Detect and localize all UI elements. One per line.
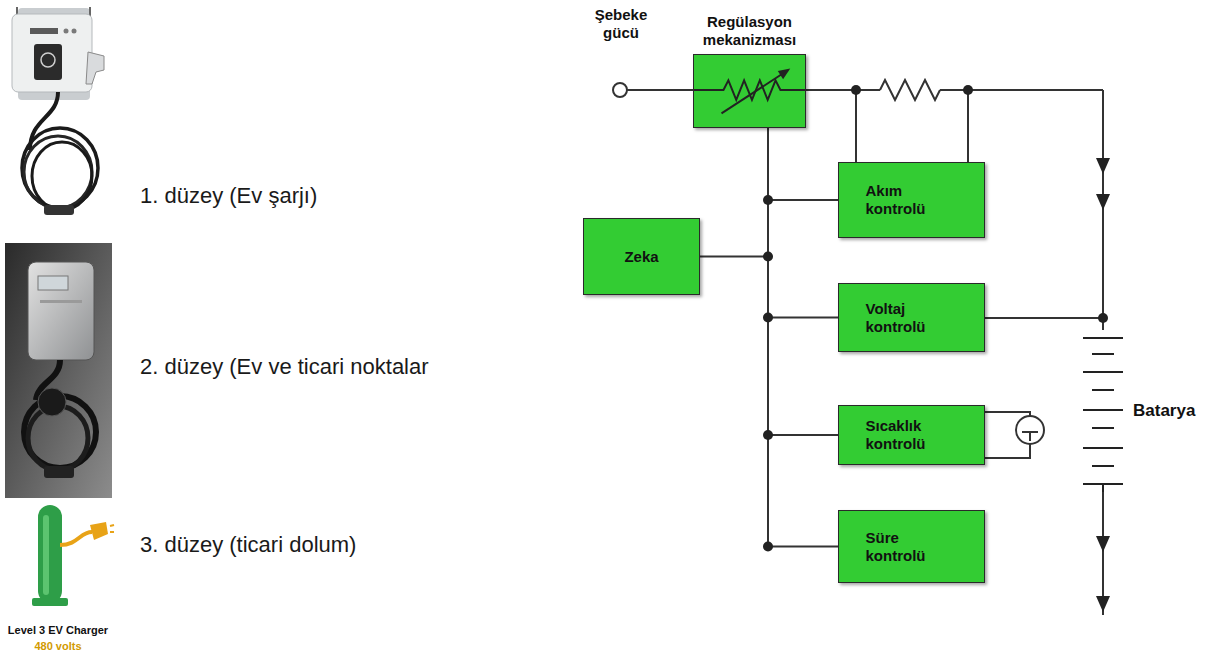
level-caption: 1. düzey (Ev şarjı) bbox=[140, 183, 317, 209]
circuit-label: Batarya bbox=[1133, 401, 1195, 421]
bus-wire bbox=[768, 128, 838, 318]
battery-symbol-part bbox=[1092, 389, 1114, 391]
battery-symbol bbox=[1083, 338, 1123, 492]
home-charger-picture-part bbox=[32, 142, 92, 210]
control-box: Süre kontrolü bbox=[838, 510, 985, 583]
current-arrow bbox=[1096, 158, 1110, 612]
control-box: Zeka bbox=[583, 218, 700, 295]
junction-dot-part bbox=[963, 85, 973, 95]
junction-dot bbox=[763, 195, 773, 205]
fast-charger-icon-part bbox=[90, 522, 108, 540]
box-label: Akım kontrolü bbox=[866, 182, 958, 218]
home-charger-picture-part bbox=[41, 53, 55, 67]
battery-symbol-part bbox=[1102, 484, 1104, 492]
junction-dot bbox=[763, 430, 773, 440]
battery-symbol-part bbox=[1092, 465, 1114, 467]
home-charger-picture-part bbox=[12, 14, 92, 92]
bus-wire bbox=[768, 128, 838, 547]
junction-dot bbox=[763, 252, 773, 262]
fast-charger-icon-part bbox=[60, 532, 92, 545]
circuit-wire-part bbox=[880, 80, 940, 100]
thermistor-symbol bbox=[1016, 416, 1044, 444]
home-charger-picture-part bbox=[72, 29, 77, 34]
battery-symbol-part bbox=[1083, 447, 1123, 449]
circuit-wire-part bbox=[985, 317, 1103, 319]
battery-symbol-part bbox=[1083, 409, 1123, 411]
home-charger-picture-part bbox=[34, 44, 62, 80]
home-charger-picture bbox=[12, 7, 104, 215]
wall-charger-photo-part bbox=[38, 276, 68, 290]
variable-resistor-symbol-part bbox=[694, 80, 805, 99]
circuit-wire-part bbox=[855, 90, 857, 162]
fast-charger-icon-part bbox=[110, 525, 114, 526]
wall-charger-photo-part bbox=[28, 262, 94, 360]
junction-dot bbox=[763, 313, 773, 323]
battery-symbol-part bbox=[1092, 427, 1114, 429]
circuit-wire-part bbox=[627, 89, 693, 91]
thermistor-symbol-part bbox=[1016, 416, 1044, 444]
bus-wire bbox=[768, 128, 838, 435]
control-box: Sıcaklık kontrolü bbox=[838, 405, 985, 465]
box-heading: Regülasyon mekanizması bbox=[685, 13, 815, 49]
current-arrow-part bbox=[1096, 194, 1110, 210]
regulator-box: Regülasyon mekanizması bbox=[693, 54, 806, 128]
home-charger-picture-part bbox=[30, 92, 58, 150]
control-box: Akım kontrolü bbox=[838, 162, 985, 238]
circuit-wire-part bbox=[613, 83, 627, 97]
current-arrow-part bbox=[1096, 536, 1110, 552]
product-text: Level 3 EV Charger bbox=[0, 624, 116, 637]
variable-resistor-symbol-part bbox=[778, 69, 790, 80]
level-caption: 2. düzey (Ev ve ticari noktalar bbox=[140, 354, 429, 380]
circuit-wire-part bbox=[967, 90, 969, 162]
control-box: Voltaj kontrolü bbox=[838, 283, 985, 352]
current-arrow-part bbox=[1096, 158, 1110, 174]
thermistor-symbol-part bbox=[1029, 432, 1031, 441]
home-charger-picture-part bbox=[44, 205, 74, 215]
wall-charger-photo-part bbox=[44, 466, 74, 478]
wall-charger-photo bbox=[5, 243, 112, 498]
fast-charger-icon-part bbox=[32, 598, 68, 606]
battery-symbol-part bbox=[1092, 353, 1114, 355]
circuit-wire bbox=[613, 80, 1103, 615]
fast-charger-icon-part bbox=[43, 515, 49, 595]
wall-charger-photo-part bbox=[40, 300, 82, 303]
junction-dot-part bbox=[851, 85, 861, 95]
home-charger-picture-part bbox=[24, 136, 92, 208]
variable-resistor-symbol-part bbox=[722, 73, 785, 114]
home-charger-picture-part bbox=[64, 29, 69, 34]
junction-dot bbox=[763, 542, 773, 552]
battery-symbol-part bbox=[1083, 337, 1123, 339]
home-charger-picture-part bbox=[86, 52, 104, 84]
wall-charger-photo-part bbox=[5, 243, 112, 498]
wall-charger-photo-part bbox=[28, 406, 88, 470]
bus-wire bbox=[768, 128, 838, 200]
circuit-wire-part bbox=[806, 89, 880, 91]
current-arrow-part bbox=[1096, 596, 1110, 612]
product-text: 480 volts bbox=[0, 640, 116, 653]
fast-charger-icon bbox=[32, 505, 114, 606]
fast-charger-icon-part bbox=[38, 505, 62, 603]
junction-dot-part bbox=[1098, 313, 1108, 323]
fast-charger-icon-part bbox=[110, 531, 114, 533]
level-caption: 3. düzey (ticari dolum) bbox=[140, 532, 356, 558]
variable-resistor-symbol bbox=[694, 55, 805, 127]
bus-wire bbox=[700, 128, 768, 257]
box-label: Zeka bbox=[624, 248, 658, 266]
circuit-wire-part bbox=[985, 444, 1030, 458]
box-label: Voltaj kontrolü bbox=[866, 300, 958, 336]
box-label: Sıcaklık kontrolü bbox=[866, 417, 958, 453]
wall-charger-photo-part bbox=[38, 388, 66, 416]
circuit-label: Şebeke gücü bbox=[578, 6, 664, 42]
box-label: Süre kontrolü bbox=[866, 529, 958, 565]
battery-symbol-part bbox=[1083, 371, 1123, 373]
home-charger-picture-part bbox=[30, 28, 58, 34]
circuit-wire-part bbox=[985, 412, 1030, 416]
